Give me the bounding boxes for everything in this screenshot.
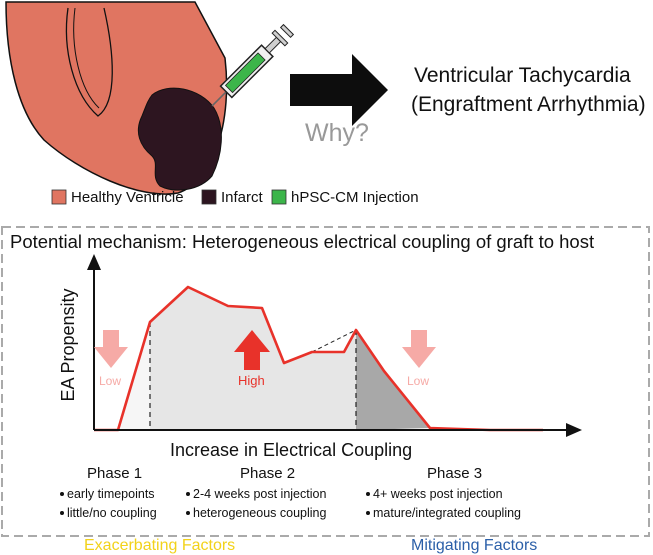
outcome-title-line2: (Engraftment Arrhythmia) xyxy=(411,93,646,116)
x-axis-label: Increase in Electrical Coupling xyxy=(170,440,413,460)
heart-illustration xyxy=(5,1,228,195)
phase1-bullet-2: little/no coupling xyxy=(67,506,157,520)
bullet-dot xyxy=(186,492,190,496)
y-axis-arrowhead xyxy=(87,254,101,270)
mechanism-title: Potential mechanism: Heterogeneous elect… xyxy=(10,231,595,252)
high-label: High xyxy=(238,373,265,388)
legend-label-healthy-ventricle: Healthy Ventricle xyxy=(71,189,184,206)
phase1-title: Phase 1 xyxy=(87,465,143,482)
phase2-bullet-1: 2-4 weeks post injection xyxy=(193,487,327,501)
legend-label-injection: hPSC-CM Injection xyxy=(291,189,419,206)
infarct-region xyxy=(137,87,222,191)
legend-label-infarct: Infarct xyxy=(221,189,263,206)
low-arrow-right xyxy=(402,330,436,368)
ventricle-inner-wall-2 xyxy=(73,7,100,109)
legend-swatch-healthy-ventricle xyxy=(51,189,67,205)
ea-propensity-curve xyxy=(94,285,543,432)
bullet-dot xyxy=(186,511,190,515)
why-question: Why? xyxy=(305,119,369,147)
phase3-bullet-1: 4+ weeks post injection xyxy=(373,487,503,501)
exacerbating-factors-label: Exacerbating Factors xyxy=(84,537,236,554)
bullet-dot xyxy=(60,511,64,515)
legend-swatch-infarct xyxy=(201,189,217,205)
low-label-right: Low xyxy=(407,374,430,388)
phase2-title: Phase 2 xyxy=(240,465,296,482)
syringe-icon xyxy=(211,23,295,107)
ventricle-inner-wall xyxy=(65,7,113,117)
x-axis-arrowhead xyxy=(566,423,582,437)
phase3-title: Phase 3 xyxy=(427,465,483,482)
mitigating-factors-label: Mitigating Factors xyxy=(411,537,538,554)
phase3-region xyxy=(356,330,430,430)
y-axis-label: EA Propensity xyxy=(58,288,78,401)
bullet-dot xyxy=(366,511,370,515)
mechanism-box xyxy=(1,226,650,537)
phase2-trend-dash xyxy=(311,329,357,353)
low-label-left: Low xyxy=(99,374,122,388)
outcome-arrow xyxy=(290,54,388,126)
phase2-bullet-2: heterogeneous coupling xyxy=(193,506,327,520)
high-arrow xyxy=(234,330,270,370)
phase3-bullet-2: mature/integrated coupling xyxy=(373,506,522,520)
bullet-dot xyxy=(366,492,370,496)
legend-swatch-injection xyxy=(271,189,287,205)
phase1-bullet-1: early timepoints xyxy=(67,487,155,501)
low-arrow-left xyxy=(94,330,128,368)
bullet-dot xyxy=(60,492,64,496)
outcome-title-line1: Ventricular Tachycardia xyxy=(414,64,631,87)
